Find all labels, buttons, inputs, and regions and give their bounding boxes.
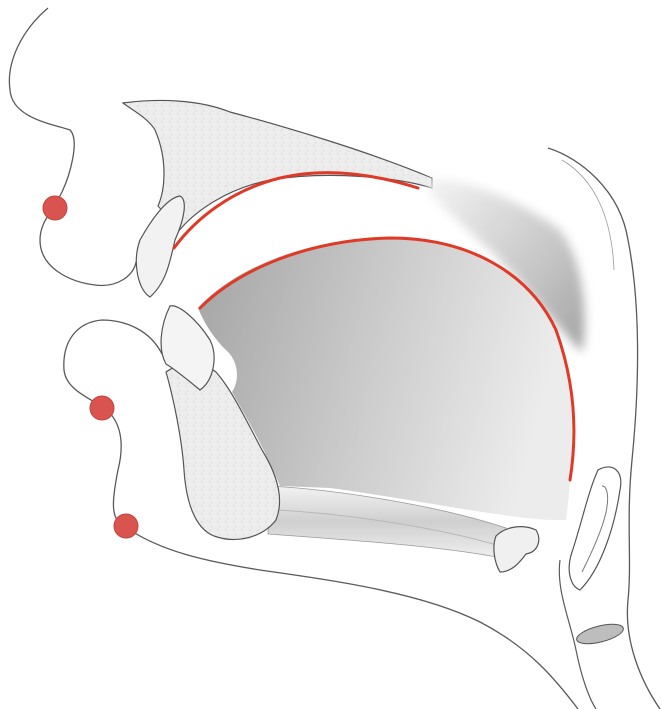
lower-lip-marker: [90, 396, 114, 420]
upper-incisor: [136, 196, 184, 297]
vocal-fold: [575, 620, 625, 647]
chin-marker: [114, 514, 138, 538]
epiglottis: [569, 467, 621, 590]
hyoid-bone: [494, 527, 539, 572]
face-profile-upper: [9, 8, 136, 285]
upper-lip-marker: [43, 196, 67, 220]
